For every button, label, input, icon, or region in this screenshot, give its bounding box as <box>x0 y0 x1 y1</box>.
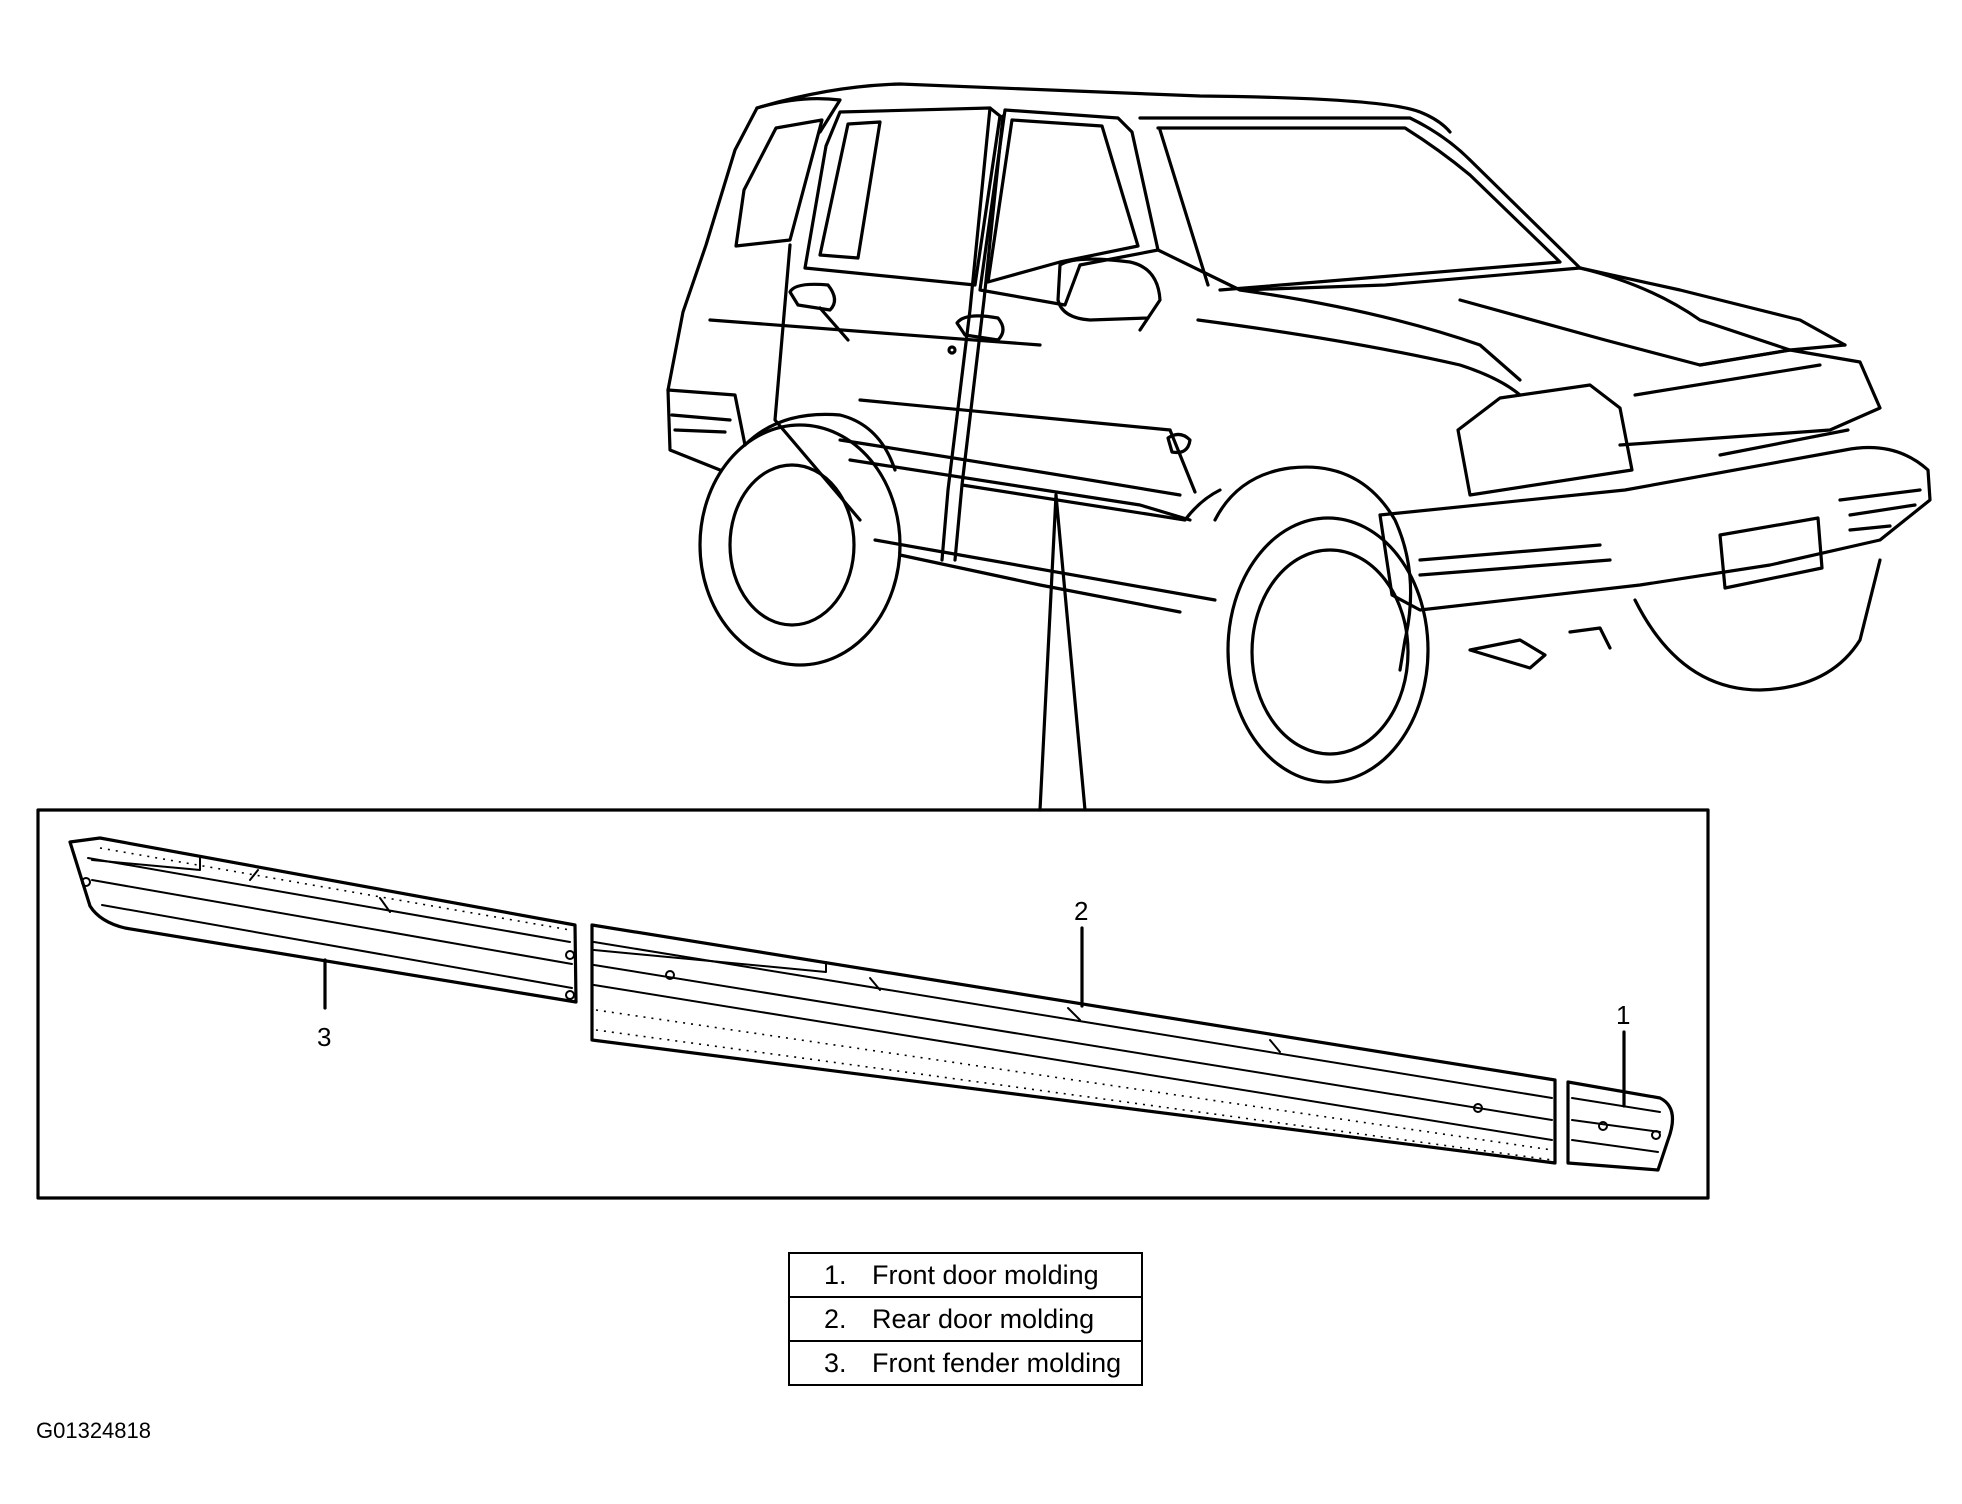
legend-label: Front fender molding <box>872 1347 1122 1378</box>
callout-leaders <box>323 926 1626 1108</box>
legend-label: Front door molding <box>872 1259 1099 1290</box>
front-door-molding <box>1566 1080 1675 1172</box>
legend-number: 3. <box>824 1347 847 1378</box>
figure-id: G01324818 <box>36 1418 151 1443</box>
legend-cell: 3. Front fender molding <box>787 1340 1144 1386</box>
legend-label: Rear door molding <box>872 1303 1095 1334</box>
legend-cell: 1. Front door molding <box>787 1252 1144 1298</box>
callout-number-2: 2 <box>1074 896 1088 926</box>
callout-number-3: 3 <box>317 1022 331 1052</box>
moldings-panel <box>36 808 1710 1200</box>
legend-row: 2. Rear door molding <box>787 1296 1144 1342</box>
legend-number: 1. <box>824 1259 847 1290</box>
front-fender-molding <box>68 836 578 1004</box>
suv-illustration <box>666 82 1932 784</box>
legend-number: 2. <box>824 1303 847 1334</box>
rear-door-molding <box>590 923 1557 1165</box>
legend-row: 1. Front door molding <box>787 1252 1144 1298</box>
legend-row: 3. Front fender molding <box>787 1340 1144 1386</box>
parts-legend: 1. Front door molding 2. Rear door molding… <box>787 1252 1144 1386</box>
legend-cell: 2. Rear door molding <box>787 1296 1144 1342</box>
leader-lines <box>1038 493 1087 812</box>
callout-number-1: 1 <box>1616 1000 1630 1030</box>
